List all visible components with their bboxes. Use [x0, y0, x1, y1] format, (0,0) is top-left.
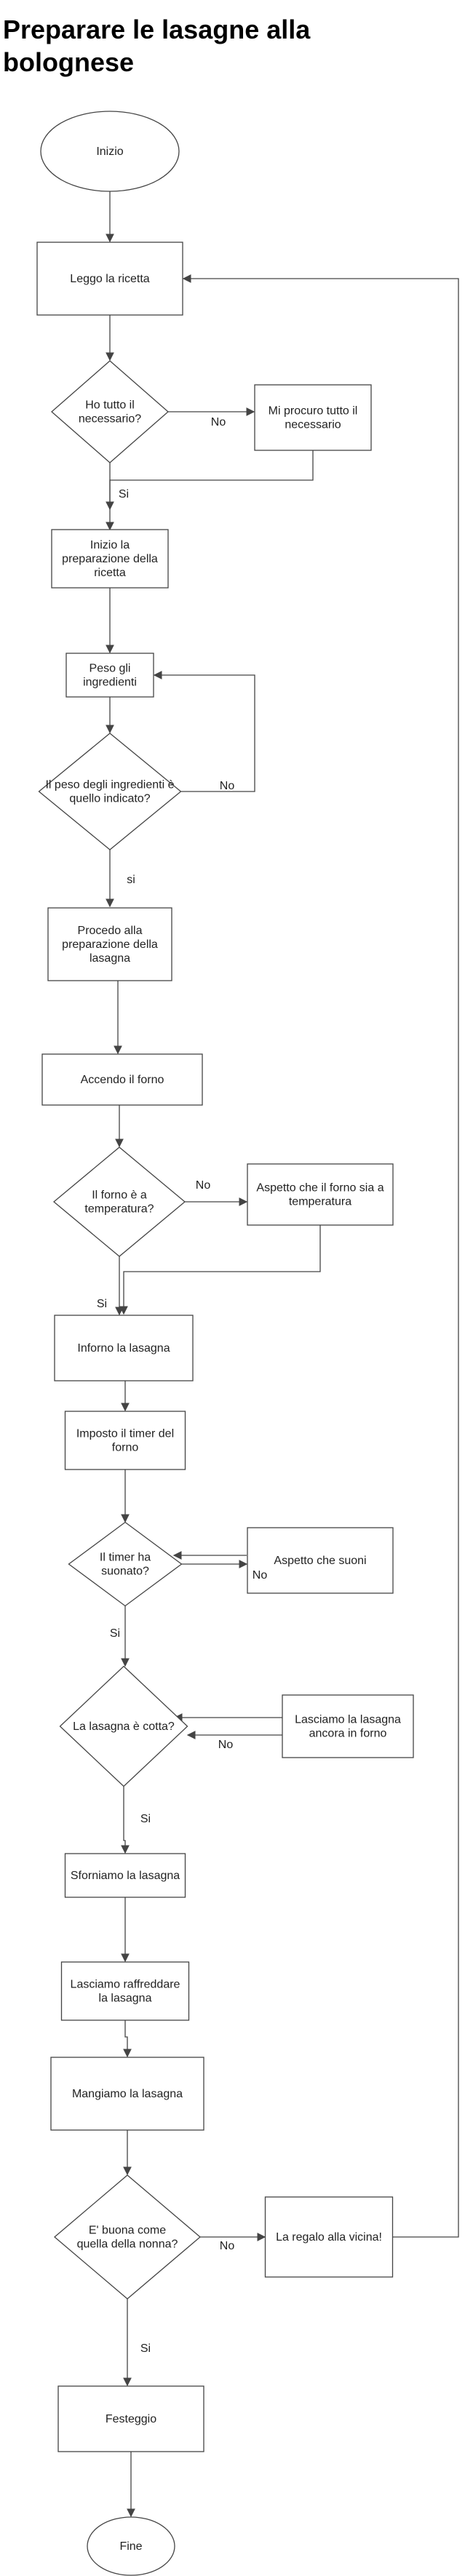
decision-diamond	[51, 360, 169, 463]
process-box	[64, 1853, 186, 1898]
edge-label: No	[218, 1739, 234, 1751]
process-box	[60, 1961, 190, 2021]
node-label: Accendo il forno	[81, 1074, 164, 1086]
process-box	[41, 1053, 203, 1106]
edge-label: si	[127, 874, 135, 886]
decision-diamond	[38, 733, 182, 850]
edge-label: No	[211, 416, 226, 428]
process-box	[65, 653, 154, 698]
node-label: Inizio	[96, 145, 123, 158]
connector-arrow	[123, 2020, 132, 2058]
process-box	[247, 1527, 394, 1594]
decision-diamond	[53, 2174, 202, 2300]
node-fine: Fine	[87, 2516, 175, 2576]
node-leggo: Leggo la ricetta	[36, 242, 183, 316]
edge-label: No	[196, 1179, 211, 1192]
node-label: La lasagna è cotta?	[73, 1720, 175, 1733]
process-box	[282, 1694, 414, 1758]
edge-label: Si	[140, 1813, 151, 1825]
node-inforno: Inforno la lasagna	[54, 1315, 194, 1381]
process-box	[247, 1163, 394, 1226]
edge-label: Si	[140, 2342, 151, 2355]
node-mangiamo: Mangiamo la lasagna	[50, 2057, 204, 2131]
node-label: Aspetto che suoni	[274, 1555, 366, 1567]
edge-label: Si	[97, 1298, 107, 1310]
decision-diamond	[52, 1147, 186, 1257]
process-box	[54, 1315, 194, 1381]
edge-label: No	[220, 780, 235, 792]
node-cotta: La lasagna è cotta?	[59, 1665, 188, 1787]
edge-label: No	[253, 1569, 268, 1582]
connector-arrow	[106, 450, 314, 511]
node-label: Festeggio	[106, 2413, 156, 2425]
process-box	[264, 2196, 394, 2278]
node-sforniamo: Sforniamo la lasagna	[64, 1853, 186, 1898]
edge-label: Si	[110, 1627, 120, 1640]
process-box	[254, 384, 372, 451]
node-aspetto-suoni: Aspetto che suoni	[247, 1527, 394, 1594]
node-regalo: La regalo alla vicina!	[264, 2196, 394, 2278]
edge-label: No	[220, 2240, 235, 2252]
process-box	[36, 242, 183, 316]
node-festeggio: Festeggio	[57, 2385, 204, 2452]
edge-label: Si	[119, 488, 129, 501]
decision-diamond	[59, 1665, 188, 1787]
node-label: Mangiamo la lasagna	[72, 2088, 183, 2100]
node-label: Fine	[119, 2540, 142, 2553]
node-label: La regalo alla vicina!	[276, 2231, 382, 2244]
process-box	[47, 907, 172, 981]
page-title: Preparare le lasagne alla bolognese	[3, 15, 311, 77]
process-box	[50, 2057, 204, 2131]
node-label: Inforno la lasagna	[77, 1342, 170, 1355]
node-inizio: Inizio	[40, 111, 180, 192]
node-accendo: Accendo il forno	[41, 1053, 203, 1106]
connector-arrow	[153, 671, 255, 792]
connector-arrow	[119, 1225, 321, 1315]
process-box	[51, 529, 169, 589]
connector-arrow	[182, 274, 459, 2238]
connector-arrow	[121, 1787, 130, 1854]
terminal-ellipse	[87, 2516, 175, 2576]
decision-diamond	[68, 1521, 183, 1607]
process-box	[64, 1411, 186, 1470]
terminal-ellipse	[40, 111, 180, 192]
process-box	[57, 2385, 204, 2452]
node-label: Leggo la ricetta	[70, 273, 150, 285]
node-label: Sforniamo la lasagna	[71, 1870, 180, 1882]
